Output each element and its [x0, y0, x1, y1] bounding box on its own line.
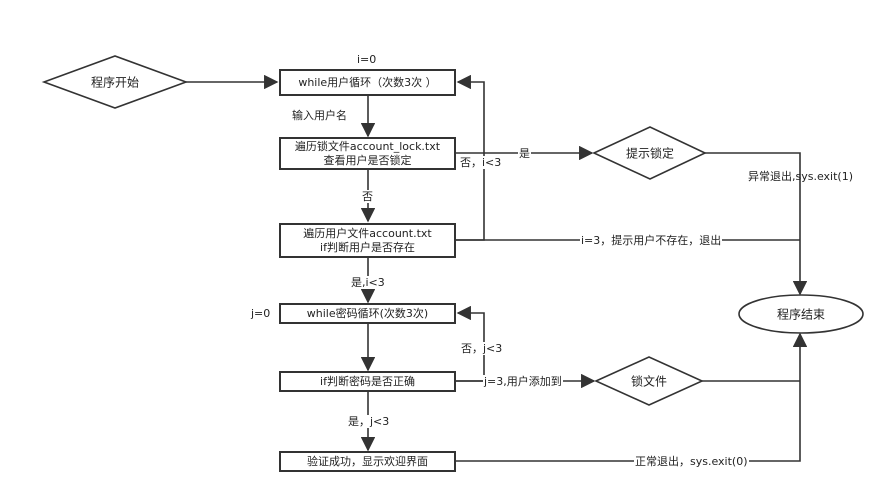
label-j-3-add-user: j=3,用户添加到 [483, 375, 563, 388]
pwd-loop-text: while密码循环(次数3次) [306, 306, 429, 320]
label-no-i-lt-3: 否，i<3 [459, 156, 503, 169]
label-yes-i-lt-3: 是,i<3 [350, 276, 386, 289]
label-no-j-lt-3: 否，j<3 [460, 342, 504, 355]
lock-file-node-text: 锁文件 [630, 374, 668, 389]
pwd-loop-box: while密码循环(次数3次) [279, 303, 456, 324]
user-loop-box: while用户循环（次数3次 ） [279, 69, 456, 96]
label-i-zero: i=0 [357, 53, 377, 66]
notify-lock-diamond [592, 126, 707, 180]
label-j-zero: j=0 [251, 307, 271, 320]
lock-check-box: 遍历锁文件account_lock.txt 查看用户是否锁定 [279, 137, 456, 170]
pwd-check-box: if判断密码是否正确 [279, 371, 456, 392]
label-normal-exit: 正常退出，sys.exit(0) [634, 455, 749, 468]
label-yes-j-lt-3: 是，j<3 [347, 415, 391, 428]
label-input-username: 输入用户名 [292, 109, 347, 122]
end-node-text: 程序结束 [776, 307, 826, 322]
pwd-check-text: if判断密码是否正确 [320, 374, 415, 388]
success-box: 验证成功，显示欢迎界面 [279, 451, 456, 472]
user-loop-text: while用户循环（次数3次 ） [298, 75, 437, 89]
user-check-box: 遍历用户文件account.txt if判断用户是否存在 [279, 223, 456, 258]
label-yes-locked: 是 [518, 147, 531, 160]
edge-success-to-end [456, 332, 808, 462]
edge-notify-to-end [705, 152, 808, 296]
start-node-text: 程序开始 [90, 75, 140, 90]
success-text: 验证成功，显示欢迎界面 [307, 454, 428, 468]
lock-check-line-1: 遍历锁文件account_lock.txt [294, 139, 441, 153]
label-not-locked: 否 [361, 190, 374, 203]
label-abnormal-exit: 异常退出,sys.exit(1) [748, 170, 853, 183]
start-diamond [41, 55, 189, 109]
end-ellipse [738, 294, 864, 334]
notify-lock-node-text: 提示锁定 [625, 146, 675, 161]
lock-file-diamond [594, 356, 704, 406]
label-i-3-user-missing: i=3，提示用户不存在，退出 [580, 234, 723, 247]
user-check-line-2: if判断用户是否存在 [320, 240, 415, 254]
lock-check-line-2: 查看用户是否锁定 [323, 153, 412, 167]
user-check-line-1: 遍历用户文件account.txt [303, 226, 432, 240]
